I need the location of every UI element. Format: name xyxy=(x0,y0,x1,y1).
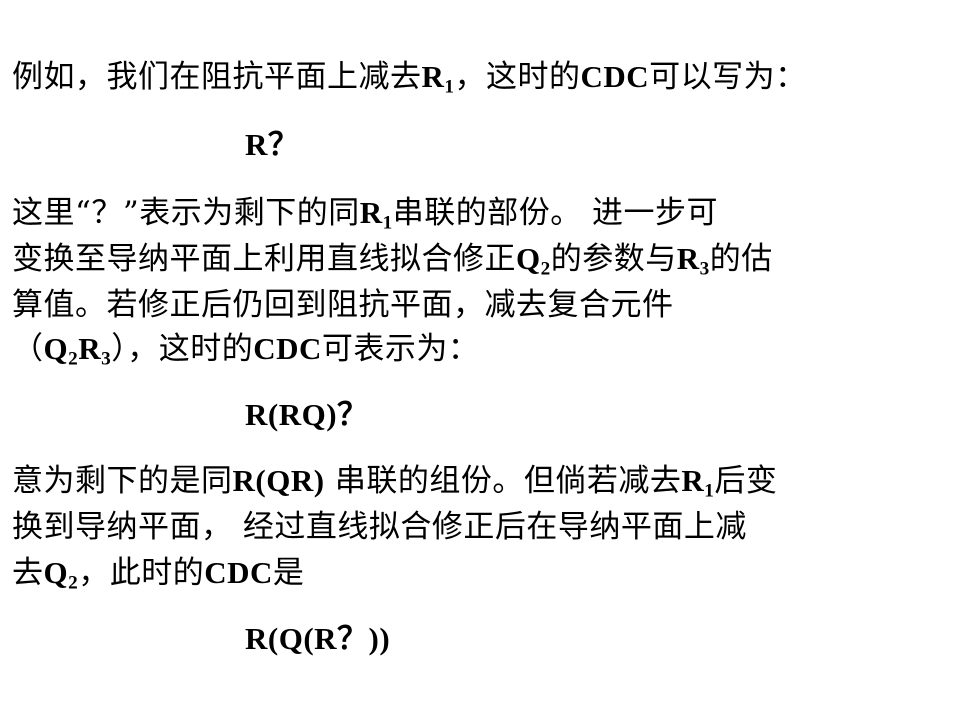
symbol-r: R xyxy=(359,195,383,230)
paragraph1-line1: 例如，我们在阻抗平面上减去R1，这时的CDC可以写为： xyxy=(12,59,807,98)
formula3: R(Q(R？)) xyxy=(245,621,391,656)
symbol-r: R xyxy=(78,331,102,366)
subscript: 3 xyxy=(699,258,710,280)
text: 串联的部份。 进一步可 xyxy=(392,195,719,231)
text: 可表示为： xyxy=(321,331,480,367)
cdc-label: CDC xyxy=(253,331,322,366)
subscript: 3 xyxy=(101,348,112,370)
formula1: R？ xyxy=(245,127,300,162)
text: 的参数与 xyxy=(550,241,677,277)
cdc-label: CDC xyxy=(204,555,273,590)
paragraph2-line2: 变换至导纳平面上利用直线拟合修正Q2的参数与R3的估 xyxy=(12,241,773,280)
symbol-r: R xyxy=(421,59,445,94)
paragraph3-line3: 去Q2，此时的CDC是 xyxy=(12,555,305,594)
formula2: R(RQ)？ xyxy=(245,397,369,432)
symbol-q: Q xyxy=(43,331,69,366)
text: 串联的组份。但倘若减去 xyxy=(324,463,682,499)
text: （ xyxy=(12,331,44,367)
subscript: 1 xyxy=(444,76,455,98)
text: 的估 xyxy=(709,241,773,277)
cdc-label: CDC xyxy=(580,59,650,94)
text: ，这时的 xyxy=(454,59,581,95)
text: 是 xyxy=(272,555,305,591)
subscript: 2 xyxy=(540,258,551,280)
paragraph2-line1: 这里“？”表示为剩下的同R1串联的部份。 进一步可 xyxy=(12,195,719,234)
symbol-q: Q xyxy=(516,241,541,276)
subscript: 2 xyxy=(68,572,79,594)
paragraph2-line3: 算值。若修正后仍回到阻抗平面，减去复合元件 xyxy=(12,287,674,323)
text: 去 xyxy=(12,555,44,591)
symbol-q: Q xyxy=(43,555,69,590)
symbol-r: R xyxy=(676,241,700,276)
text: 这里“？”表示为剩下的同 xyxy=(12,195,360,231)
text: 例如，我们在阻抗平面上减去 xyxy=(12,59,422,95)
text: 变换至导纳平面上利用直线拟合修正 xyxy=(12,241,516,277)
subscript: 2 xyxy=(68,348,79,370)
paragraph3-line2: 换到导纳平面， 经过直线拟合修正后在导纳平面上减 xyxy=(12,509,747,545)
text: ，此时的 xyxy=(78,555,205,591)
paragraph2-line4: （Q2R3），这时的CDC可表示为： xyxy=(12,331,480,370)
subscript: 1 xyxy=(704,480,715,502)
text: 可以写为： xyxy=(649,59,807,95)
text: ），这时的 xyxy=(111,331,254,367)
text: 意为剩下的是同 xyxy=(12,463,233,499)
subscript: 1 xyxy=(382,212,393,234)
paragraph3-line1: 意为剩下的是同R(QR) 串联的组份。但倘若减去R1后变 xyxy=(12,463,778,502)
text: 后变 xyxy=(714,463,778,499)
circuit-expression: R(QR) xyxy=(232,463,325,498)
symbol-r: R xyxy=(681,463,705,498)
